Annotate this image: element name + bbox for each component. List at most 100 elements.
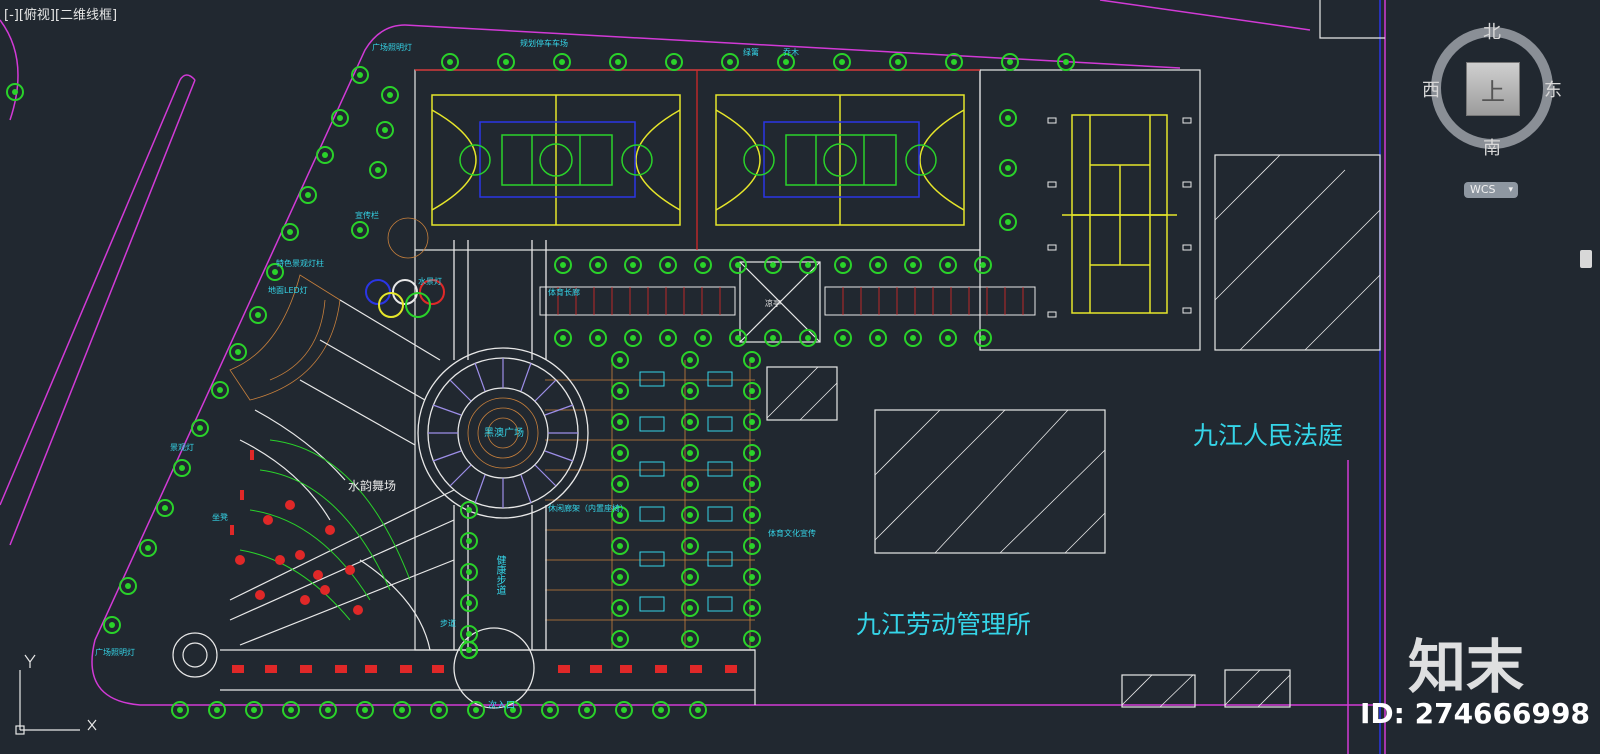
tree-symbol-core: [466, 647, 472, 653]
tree-symbol: [681, 475, 699, 493]
tree-symbol: [460, 641, 478, 659]
tree-symbol: [1057, 53, 1075, 71]
viewport-controls-label[interactable]: [-][俯视][二维线框]: [4, 8, 118, 23]
label-water-plaza: 水韵舞场: [348, 479, 397, 493]
label-pavilion: 凉亭: [765, 299, 781, 308]
wcs-label: WCS: [1470, 183, 1496, 196]
tree-symbol: [624, 329, 642, 347]
label-entrance: 次入口: [488, 701, 516, 711]
tree-symbol: [743, 444, 761, 462]
tree-symbol: [460, 501, 478, 519]
tree-symbol: [589, 329, 607, 347]
compass-north[interactable]: 北: [1483, 22, 1501, 43]
tree-symbol-core: [840, 335, 846, 341]
scrollbar-thumb[interactable]: [1580, 250, 1592, 268]
tree-symbol: [611, 537, 629, 555]
tree-symbol: [743, 537, 761, 555]
label-water-feature: 水景灯: [418, 277, 442, 286]
tree-symbol: [351, 221, 369, 239]
tree-symbol: [541, 701, 559, 719]
tree-symbol-core: [617, 543, 623, 549]
tree-symbol: [689, 701, 707, 719]
tree-symbol-core: [560, 335, 566, 341]
tree-symbol: [869, 329, 887, 347]
watermark-id: ID: 274666998: [1360, 697, 1590, 730]
tree-symbol: [441, 53, 459, 71]
tree-symbol: [554, 256, 572, 274]
tree-symbol-core: [910, 262, 916, 268]
tree-symbol: [497, 53, 515, 71]
tree-symbol-core: [735, 335, 741, 341]
tree-symbol-core: [1005, 219, 1011, 225]
tree-symbol-core: [362, 707, 368, 713]
wcs-menu[interactable]: WCS▾: [1464, 182, 1518, 198]
watermark-brand: 知末: [1408, 633, 1525, 701]
tree-symbol: [833, 53, 851, 71]
tree-symbol-core: [687, 419, 693, 425]
tree-symbol-core: [687, 388, 693, 394]
tree-symbol: [611, 475, 629, 493]
view-cube[interactable]: 上 北 南 西 东: [1422, 22, 1562, 159]
tree-symbol: [869, 256, 887, 274]
label-labor-office: 九江劳动管理所: [856, 610, 1032, 639]
tree-symbol: [611, 506, 629, 524]
label-bench: 坐凳: [212, 513, 228, 522]
tree-symbol: [173, 459, 191, 477]
tree-symbol: [229, 343, 247, 361]
label-parking: 规划停车车场: [520, 39, 568, 48]
tree-symbol: [554, 329, 572, 347]
tree-symbol: [834, 329, 852, 347]
tree-symbol-core: [1005, 115, 1011, 121]
compass-west[interactable]: 西: [1422, 80, 1440, 101]
tree-symbol: [721, 53, 739, 71]
tree-symbol-core: [559, 59, 565, 65]
tree-symbol: [430, 701, 448, 719]
tree-symbol-core: [749, 357, 755, 363]
tree-symbol: [381, 86, 399, 104]
tree-symbol: [156, 499, 174, 517]
tree-symbol-core: [357, 227, 363, 233]
tree-symbol: [369, 161, 387, 179]
label-bottom-lamp: 广场照明灯: [95, 648, 135, 657]
cube-top-face[interactable]: 上: [1466, 62, 1520, 116]
tree-symbol-core: [749, 636, 755, 642]
tree-symbol: [743, 382, 761, 400]
label-fitness-path: 健康步道: [494, 555, 505, 595]
tree-symbol: [316, 146, 334, 164]
tree-symbol-core: [840, 262, 846, 268]
tree-symbol-core: [749, 450, 755, 456]
compass-south[interactable]: 南: [1483, 138, 1501, 159]
tree-symbol: [743, 475, 761, 493]
tree-symbol: [351, 66, 369, 84]
label-trellis: 休闲廊架（内置座椅）: [548, 504, 628, 513]
tree-symbol: [659, 256, 677, 274]
tree-symbol: [729, 329, 747, 347]
tree-symbol: [743, 413, 761, 431]
tree-symbol-core: [1063, 59, 1069, 65]
tree-symbol: [589, 256, 607, 274]
tree-symbol-core: [687, 574, 693, 580]
tree-symbol: [764, 256, 782, 274]
tree-symbol: [681, 599, 699, 617]
tree-symbol-core: [727, 59, 733, 65]
tree-symbol: [777, 53, 795, 71]
tree-symbol-core: [217, 387, 223, 393]
label-feature-lamp: 特色景观灯柱: [276, 259, 324, 268]
tree-symbol: [611, 351, 629, 369]
tree-symbol: [659, 329, 677, 347]
tree-symbol-core: [466, 507, 472, 513]
tree-symbol-core: [770, 262, 776, 268]
tree-symbol: [103, 616, 121, 634]
tree-symbol-core: [687, 450, 693, 456]
tree-symbol-core: [945, 262, 951, 268]
tree-symbol-core: [700, 262, 706, 268]
tree-symbol: [939, 329, 957, 347]
compass-east[interactable]: 东: [1544, 80, 1562, 101]
tree-symbol-core: [621, 707, 627, 713]
tree-symbol: [611, 630, 629, 648]
tree-symbol-core: [687, 512, 693, 518]
tree-symbol: [356, 701, 374, 719]
tree-symbol: [743, 506, 761, 524]
